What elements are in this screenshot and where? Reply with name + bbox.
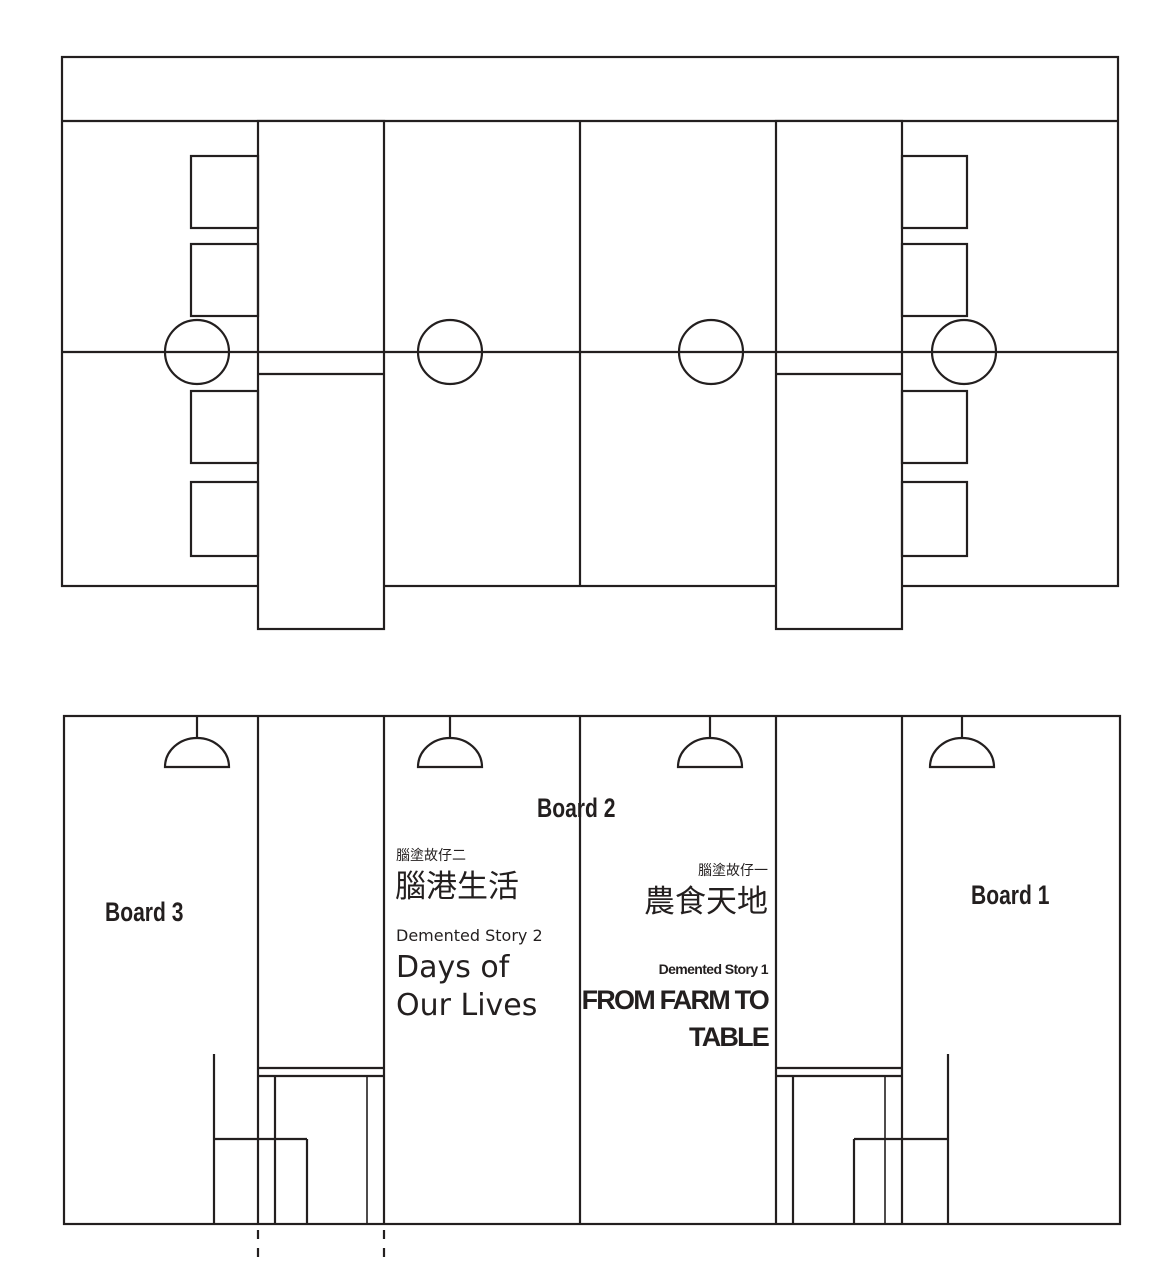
pendant-lamp-icon [676, 716, 744, 769]
story-1-title-line-2: TABLE [689, 1022, 770, 1052]
plan-seat [900, 480, 969, 558]
elevation-view [62, 714, 1122, 1266]
story-2-title-line-1: Days of [396, 950, 510, 985]
pendant-lamp-icon [163, 716, 231, 769]
story-2-english-subtitle: Demented Story 2 [396, 926, 543, 945]
story-2-chinese-subtitle: 腦塗故仔二 [396, 848, 466, 864]
plan-seat [189, 154, 260, 230]
plan-seat [900, 154, 969, 230]
board-1-label: Board 1 [971, 880, 1050, 910]
plan-seat [900, 242, 969, 318]
elevation-left-table [258, 1066, 384, 1224]
story-1-title-line-1: FROM FARM TO [581, 985, 770, 1015]
plan-outline [60, 55, 1120, 588]
story-1-english-subtitle: Demented Story 1 [658, 961, 769, 977]
board-2-label: Board 2 [537, 793, 616, 823]
plan-seat [189, 389, 260, 465]
board-3-label: Board 3 [105, 897, 184, 927]
plan-seat [189, 480, 260, 558]
elevation-left-chair [212, 1054, 309, 1224]
plan-view [60, 55, 1120, 631]
pendant-lamp-icon [416, 716, 484, 769]
story-2-title-line-2: Our Lives [396, 988, 538, 1023]
elevation-right-chair [852, 1054, 950, 1224]
story-2-chinese-title: 腦港生活 [395, 869, 519, 905]
plan-seat [189, 242, 260, 318]
plan-seat [900, 389, 969, 465]
elevation-outline [62, 714, 1122, 1226]
elevation-right-table [776, 1066, 902, 1224]
pendant-lamp-icon [928, 716, 996, 769]
story-1-chinese-title: 農食天地 [644, 884, 768, 920]
story-1-chinese-subtitle: 腦塗故仔一 [698, 863, 768, 879]
